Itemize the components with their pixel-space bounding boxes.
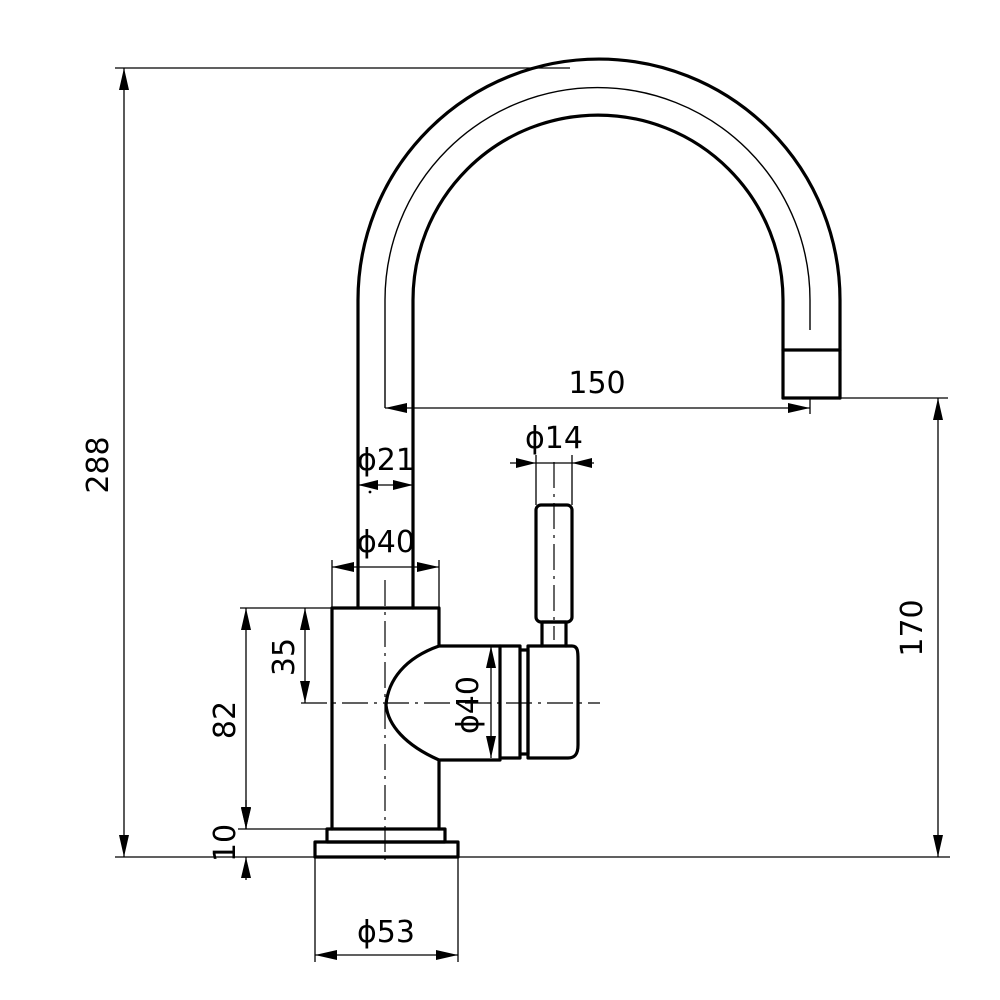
lever-hub: [526, 644, 580, 760]
label-82: 82: [208, 701, 243, 739]
dimension-288: 288: [81, 67, 950, 858]
dimension-35: 35: [240, 607, 332, 703]
label-diameter-40-body: ϕ40: [357, 525, 415, 560]
label-10: 10: [208, 824, 243, 862]
dimension-diameter-40-hub: ϕ40: [451, 646, 496, 758]
base-collar: [325, 827, 447, 844]
lever-ring: [498, 644, 530, 760]
spout-centerline: [384, 86, 811, 408]
base-plate: [313, 840, 460, 859]
center-lines: [301, 462, 600, 860]
label-diameter-40-hub: ϕ40: [451, 676, 486, 734]
dimension-10: 10: [208, 800, 251, 880]
label-288: 288: [81, 436, 116, 493]
label-170: 170: [895, 599, 930, 656]
dimension-diameter-14: ϕ14: [510, 421, 594, 505]
dimension-diameter-21: ϕ21: [357, 443, 415, 494]
dimension-diameter-53: ϕ53: [314, 857, 459, 962]
label-diameter-53: ϕ53: [357, 915, 415, 950]
dimension-150: 150: [385, 366, 811, 414]
label-150: 150: [568, 366, 625, 401]
dimension-diameter-40-body: ϕ40: [331, 525, 440, 608]
lever-boss: [384, 644, 502, 762]
spout-outer: [356, 57, 842, 610]
label-diameter-14: ϕ14: [525, 421, 583, 456]
spout-aerator: [781, 348, 842, 400]
label-diameter-21: ϕ21: [357, 443, 415, 478]
faucet-body: [330, 606, 441, 831]
dimension-170: 170: [840, 397, 948, 857]
label-35: 35: [267, 638, 302, 676]
spout-inner: [411, 113, 785, 610]
faucet-outline: [313, 57, 842, 859]
